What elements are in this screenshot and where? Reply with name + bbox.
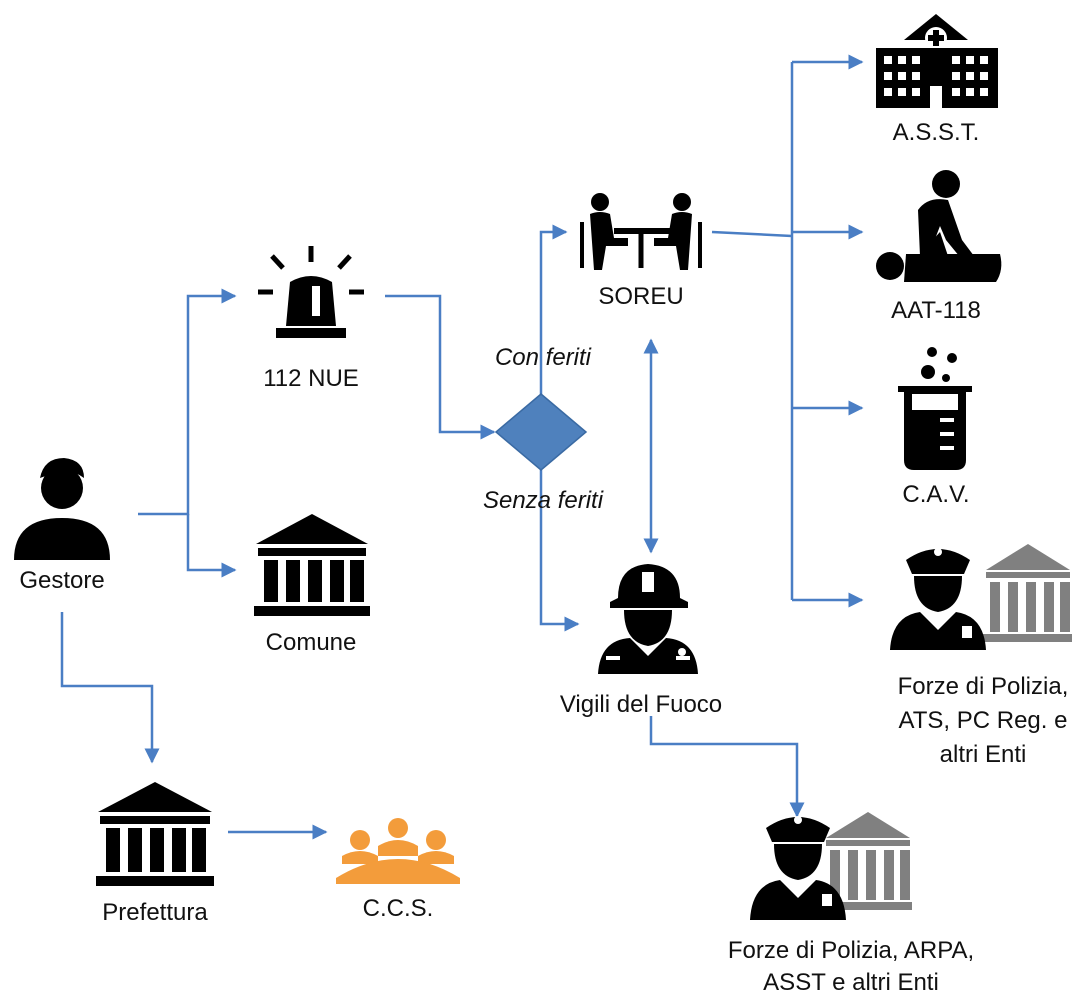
node-forze-bottom: Forze di Polizia, ARPA, ASST e altri Ent…: [728, 812, 974, 996]
node-prefettura: Prefettura: [96, 782, 214, 926]
nue-label: 112 NUE: [263, 365, 359, 392]
edge-gestore-comune: [186, 514, 237, 578]
operators-desk-icon: [580, 193, 702, 270]
forze-right-label-line-2: ATS, PC Reg. e: [899, 707, 1068, 734]
forze-right-label-line-3: altri Enti: [940, 741, 1027, 768]
police-officer-icon: [750, 816, 846, 920]
comune-label: Comune: [266, 629, 357, 656]
node-vigili: Vigili del Fuoco: [560, 564, 722, 718]
soreu-label: SOREU: [598, 283, 683, 310]
police-officer-icon: [890, 548, 986, 650]
forze-right-label-line-1: Forze di Polizia,: [898, 673, 1069, 700]
asst-label: A.S.S.T.: [893, 119, 980, 146]
edge-gestore-nue: [138, 288, 237, 516]
node-soreu: SOREU: [580, 193, 702, 310]
node-nue: 112 NUE: [258, 246, 364, 392]
gestore-label: Gestore: [19, 567, 104, 594]
node-forze-right: Forze di Polizia, ATS, PC Reg. e altri E…: [890, 544, 1072, 768]
node-gestore: Gestore: [14, 458, 110, 594]
decision-diamond: [494, 393, 588, 471]
decision-label-top: Con feriti: [495, 344, 592, 371]
edge-soreu-bus: [711, 230, 793, 238]
edge-decision-vigili: [539, 470, 580, 632]
edge-decision-soreu: [539, 224, 568, 394]
person-icon: [14, 458, 110, 560]
edge-vigili-forze-bottom: [649, 716, 805, 818]
decision-node: Con feriti Senza feriti: [483, 344, 604, 514]
node-aat: AAT-118: [876, 170, 1002, 324]
siren-icon: [258, 246, 364, 338]
cpr-icon: [876, 170, 1002, 282]
group-meeting-icon: [336, 818, 460, 884]
police-officer-building-icon: [890, 544, 1072, 650]
aat-label: AAT-118: [891, 297, 981, 324]
vigili-label: Vigili del Fuoco: [560, 691, 722, 718]
hospital-icon: [876, 14, 998, 108]
forze-bottom-label-line-2: ASST e altri Enti: [763, 969, 939, 996]
edge-nue-decision: [385, 294, 496, 440]
firefighter-icon: [598, 564, 698, 674]
node-asst: A.S.S.T.: [876, 14, 998, 146]
node-comune: Comune: [254, 514, 370, 656]
node-cav: C.A.V.: [898, 347, 972, 508]
building-icon: [982, 544, 1072, 642]
edge-gestore-prefettura: [60, 612, 160, 764]
prefettura-label: Prefettura: [102, 899, 208, 926]
building-icon: [822, 812, 912, 910]
ccs-label: C.C.S.: [363, 895, 434, 922]
police-officer-building-icon: [750, 812, 912, 920]
beaker-icon: [898, 347, 972, 470]
town-hall-icon: [254, 514, 370, 616]
government-building-icon: [96, 782, 214, 886]
decision-label-bottom: Senza feriti: [483, 487, 604, 514]
node-ccs: C.C.S.: [336, 818, 460, 922]
forze-bottom-label-line-1: Forze di Polizia, ARPA,: [728, 937, 974, 964]
edges: [60, 54, 864, 840]
cav-label: C.A.V.: [902, 481, 969, 508]
